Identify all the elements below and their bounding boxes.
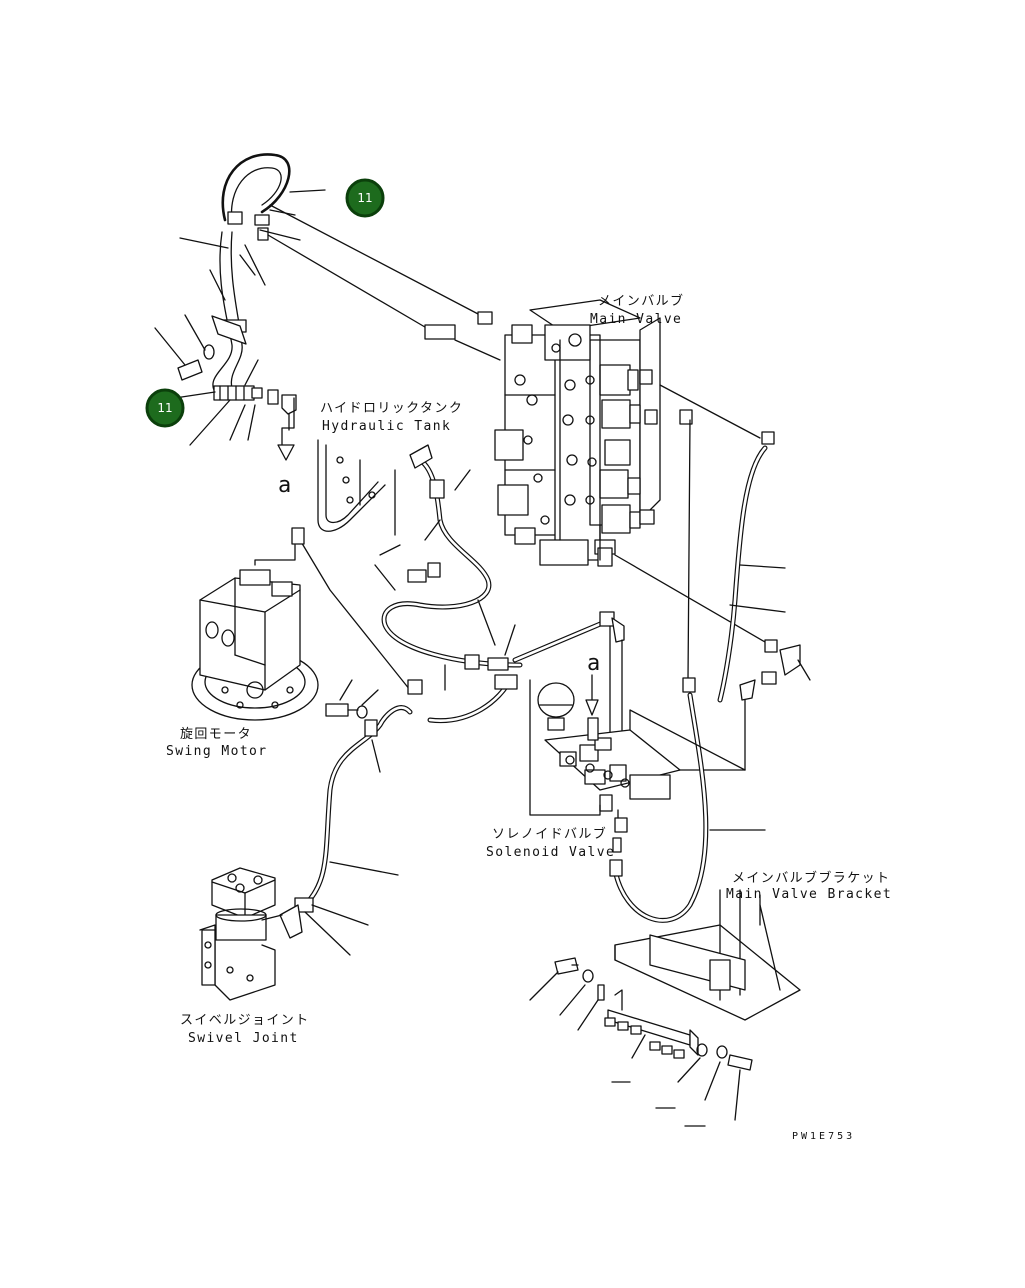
swing-motor <box>191 544 379 721</box>
main-valve-bracket-label-jp: メインバルブブラケット <box>732 870 890 886</box>
main-valve <box>494 299 775 643</box>
svg-text:11: 11 <box>157 401 172 415</box>
solenoid-valve-label-en: Solenoid Valve <box>486 845 615 860</box>
hydraulic-tank <box>317 439 396 536</box>
swivel-joint-label-en: Swivel Joint <box>188 1031 299 1046</box>
main-valve-bracket-label-en: Main Valve Bracket <box>726 887 892 902</box>
callout-badge: 11 <box>145 388 185 428</box>
hydraulic-tank-label-jp: ハイドロリックタンク <box>320 401 463 416</box>
solenoid-valve <box>529 674 746 853</box>
drawing-code: PW1E753 <box>792 1131 855 1142</box>
upper-hose-assembly <box>154 153 501 461</box>
solenoid-valve-label-jp: ソレノイドバルブ <box>492 826 607 842</box>
valve-ports <box>514 374 597 525</box>
swivel-joint-label-jp: スイベルジョイント <box>180 1013 310 1028</box>
hydraulic-tank-label-en: Hydraulic Tank <box>322 419 451 434</box>
center-hoses <box>291 444 625 761</box>
bracket-hardware <box>529 957 753 1127</box>
callout-badge: 11 <box>345 178 385 218</box>
swivel-hose <box>279 705 413 956</box>
reference-letter: a <box>278 473 291 498</box>
right-hoses <box>609 419 811 923</box>
swing-motor-label-en: Swing Motor <box>166 744 268 759</box>
main-valve-label-en: Main Valve <box>590 312 682 327</box>
swivel-joint <box>199 867 283 1001</box>
reference-letter: a <box>587 651 600 676</box>
swing-motor-label-jp: 旋回モータ <box>180 727 252 742</box>
main-valve-label-jp: メインバルブ <box>598 293 684 309</box>
main-valve-bracket <box>614 889 801 1021</box>
svg-text:11: 11 <box>357 191 372 205</box>
